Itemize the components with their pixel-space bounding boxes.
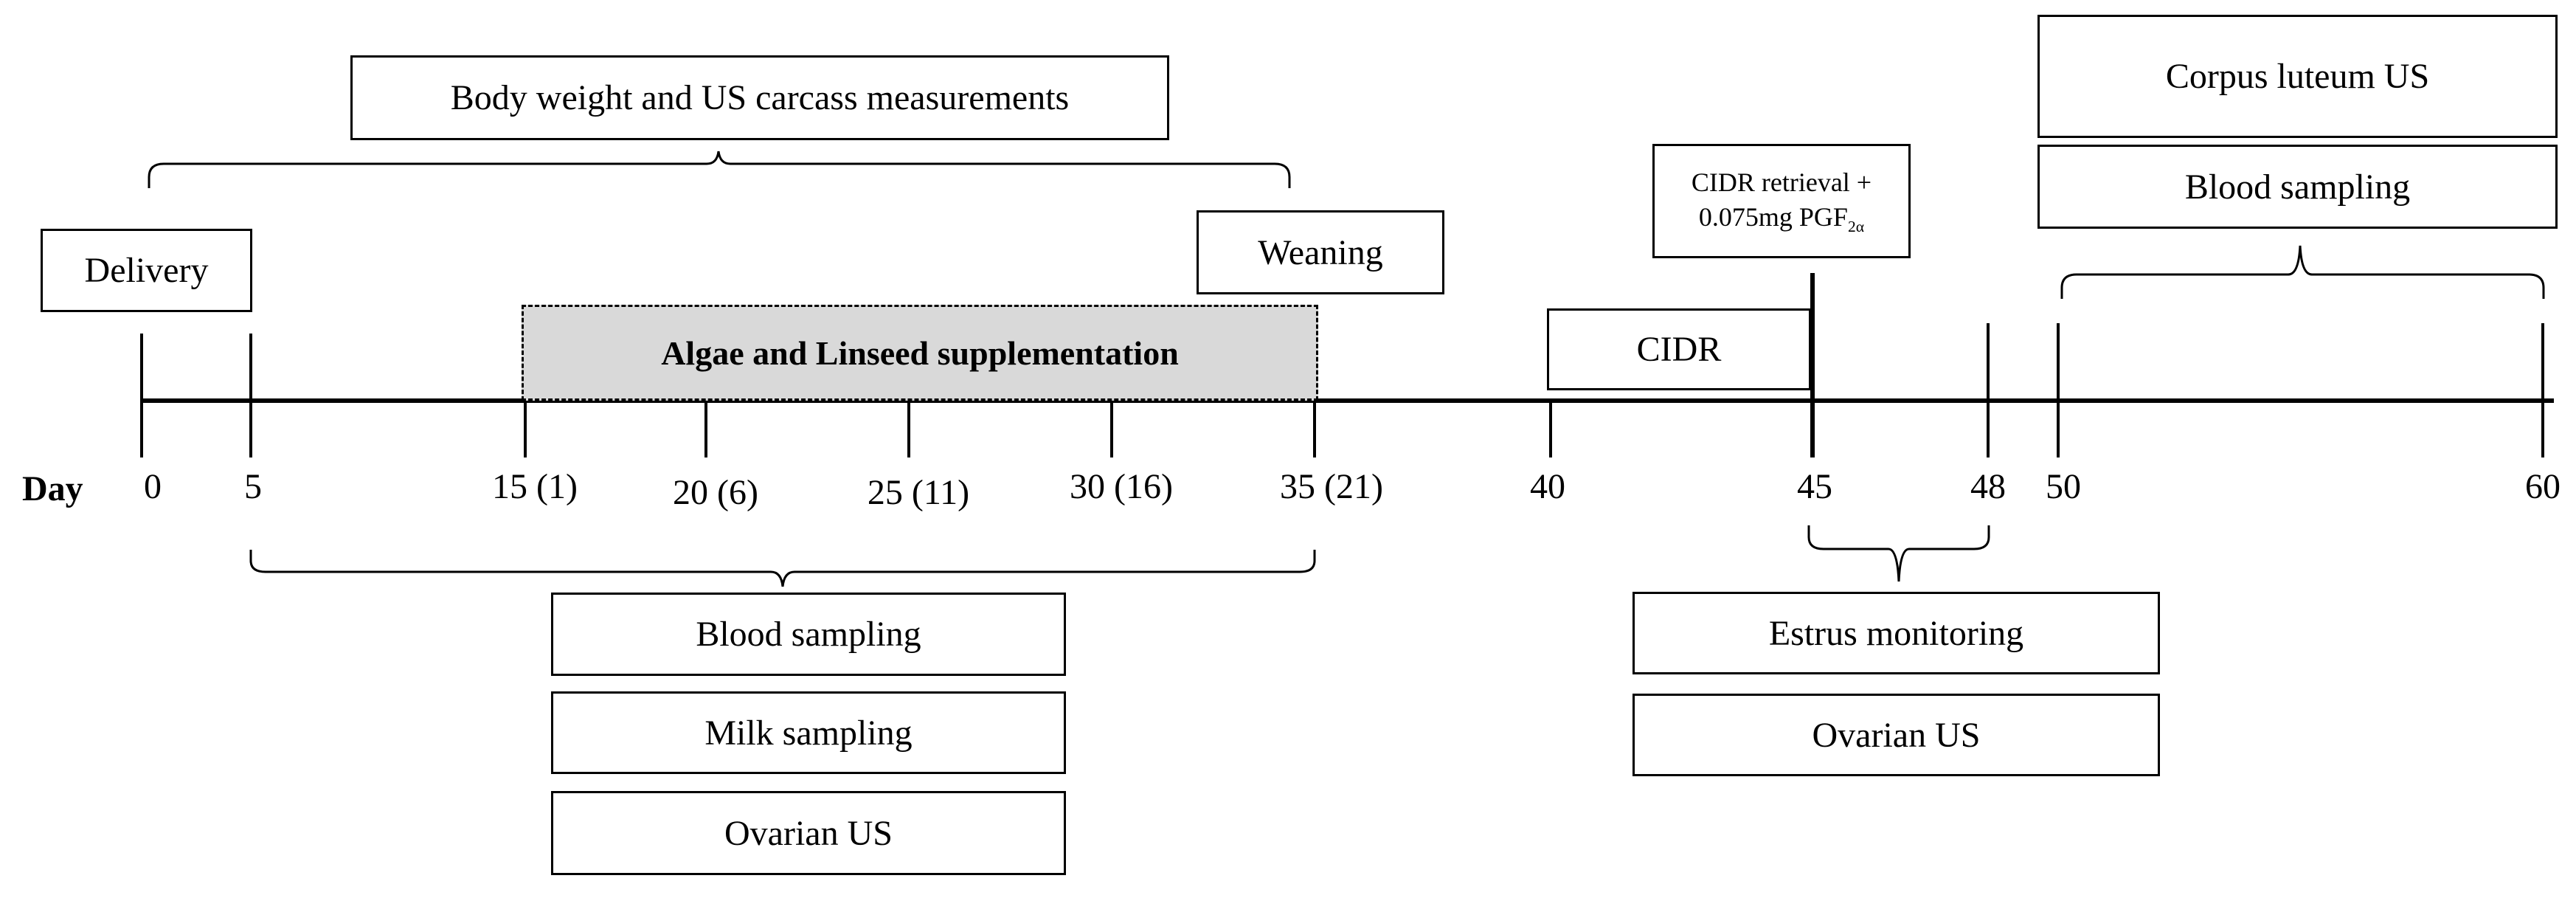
day-axis-label: Day [22, 469, 83, 508]
supplementation-box: Algae and Linseed supplementation [522, 305, 1318, 401]
blood-sampling-right-box: Blood sampling [2037, 145, 2558, 229]
estrus-monitoring-box: Estrus monitoring [1632, 592, 2160, 674]
blood-sampling-left-box: Blood sampling [551, 593, 1066, 676]
delivery-box: Delivery [41, 229, 252, 312]
corpus-luteum-box: Corpus luteum US [2037, 15, 2558, 138]
ovarian-us-left-box: Ovarian US [551, 791, 1066, 875]
brace-body-weight [148, 151, 1291, 188]
cidr-box: CIDR [1547, 308, 1811, 390]
brace-right-sampling [2060, 245, 2545, 299]
tick-label-25: 25 (11) [867, 473, 970, 512]
tick-label-60: 60 [2525, 467, 2561, 506]
tick-label-15: 15 (1) [492, 467, 578, 506]
cidr-retrieval-line1: CIDR retrieval + [1691, 167, 1872, 197]
cidr-retrieval-box: CIDR retrieval + 0.075mg PGF2α [1652, 144, 1911, 258]
brace-estrus [1807, 525, 1990, 582]
tick-label-48: 48 [1970, 467, 2006, 506]
ovarian-us-right-box: Ovarian US [1632, 694, 2160, 776]
pgf-subscript: 2α [1847, 217, 1865, 235]
tick-label-35: 35 (21) [1280, 467, 1383, 506]
cidr-retrieval-line2: 0.075mg PGF2α [1698, 201, 1865, 235]
tick-label-30: 30 (16) [1070, 467, 1173, 506]
tick-label-40: 40 [1530, 467, 1565, 506]
brace-left-sampling [249, 550, 1316, 587]
weaning-box: Weaning [1197, 210, 1444, 294]
tick-label-50: 50 [2046, 467, 2081, 506]
body-weight-box: Body weight and US carcass measurements [350, 55, 1169, 140]
tick-label-0: 0 [144, 467, 162, 506]
tick-label-5: 5 [244, 467, 262, 506]
milk-sampling-box: Milk sampling [551, 691, 1066, 774]
tick-label-45: 45 [1797, 467, 1832, 506]
tick-label-20: 20 (6) [673, 473, 758, 512]
